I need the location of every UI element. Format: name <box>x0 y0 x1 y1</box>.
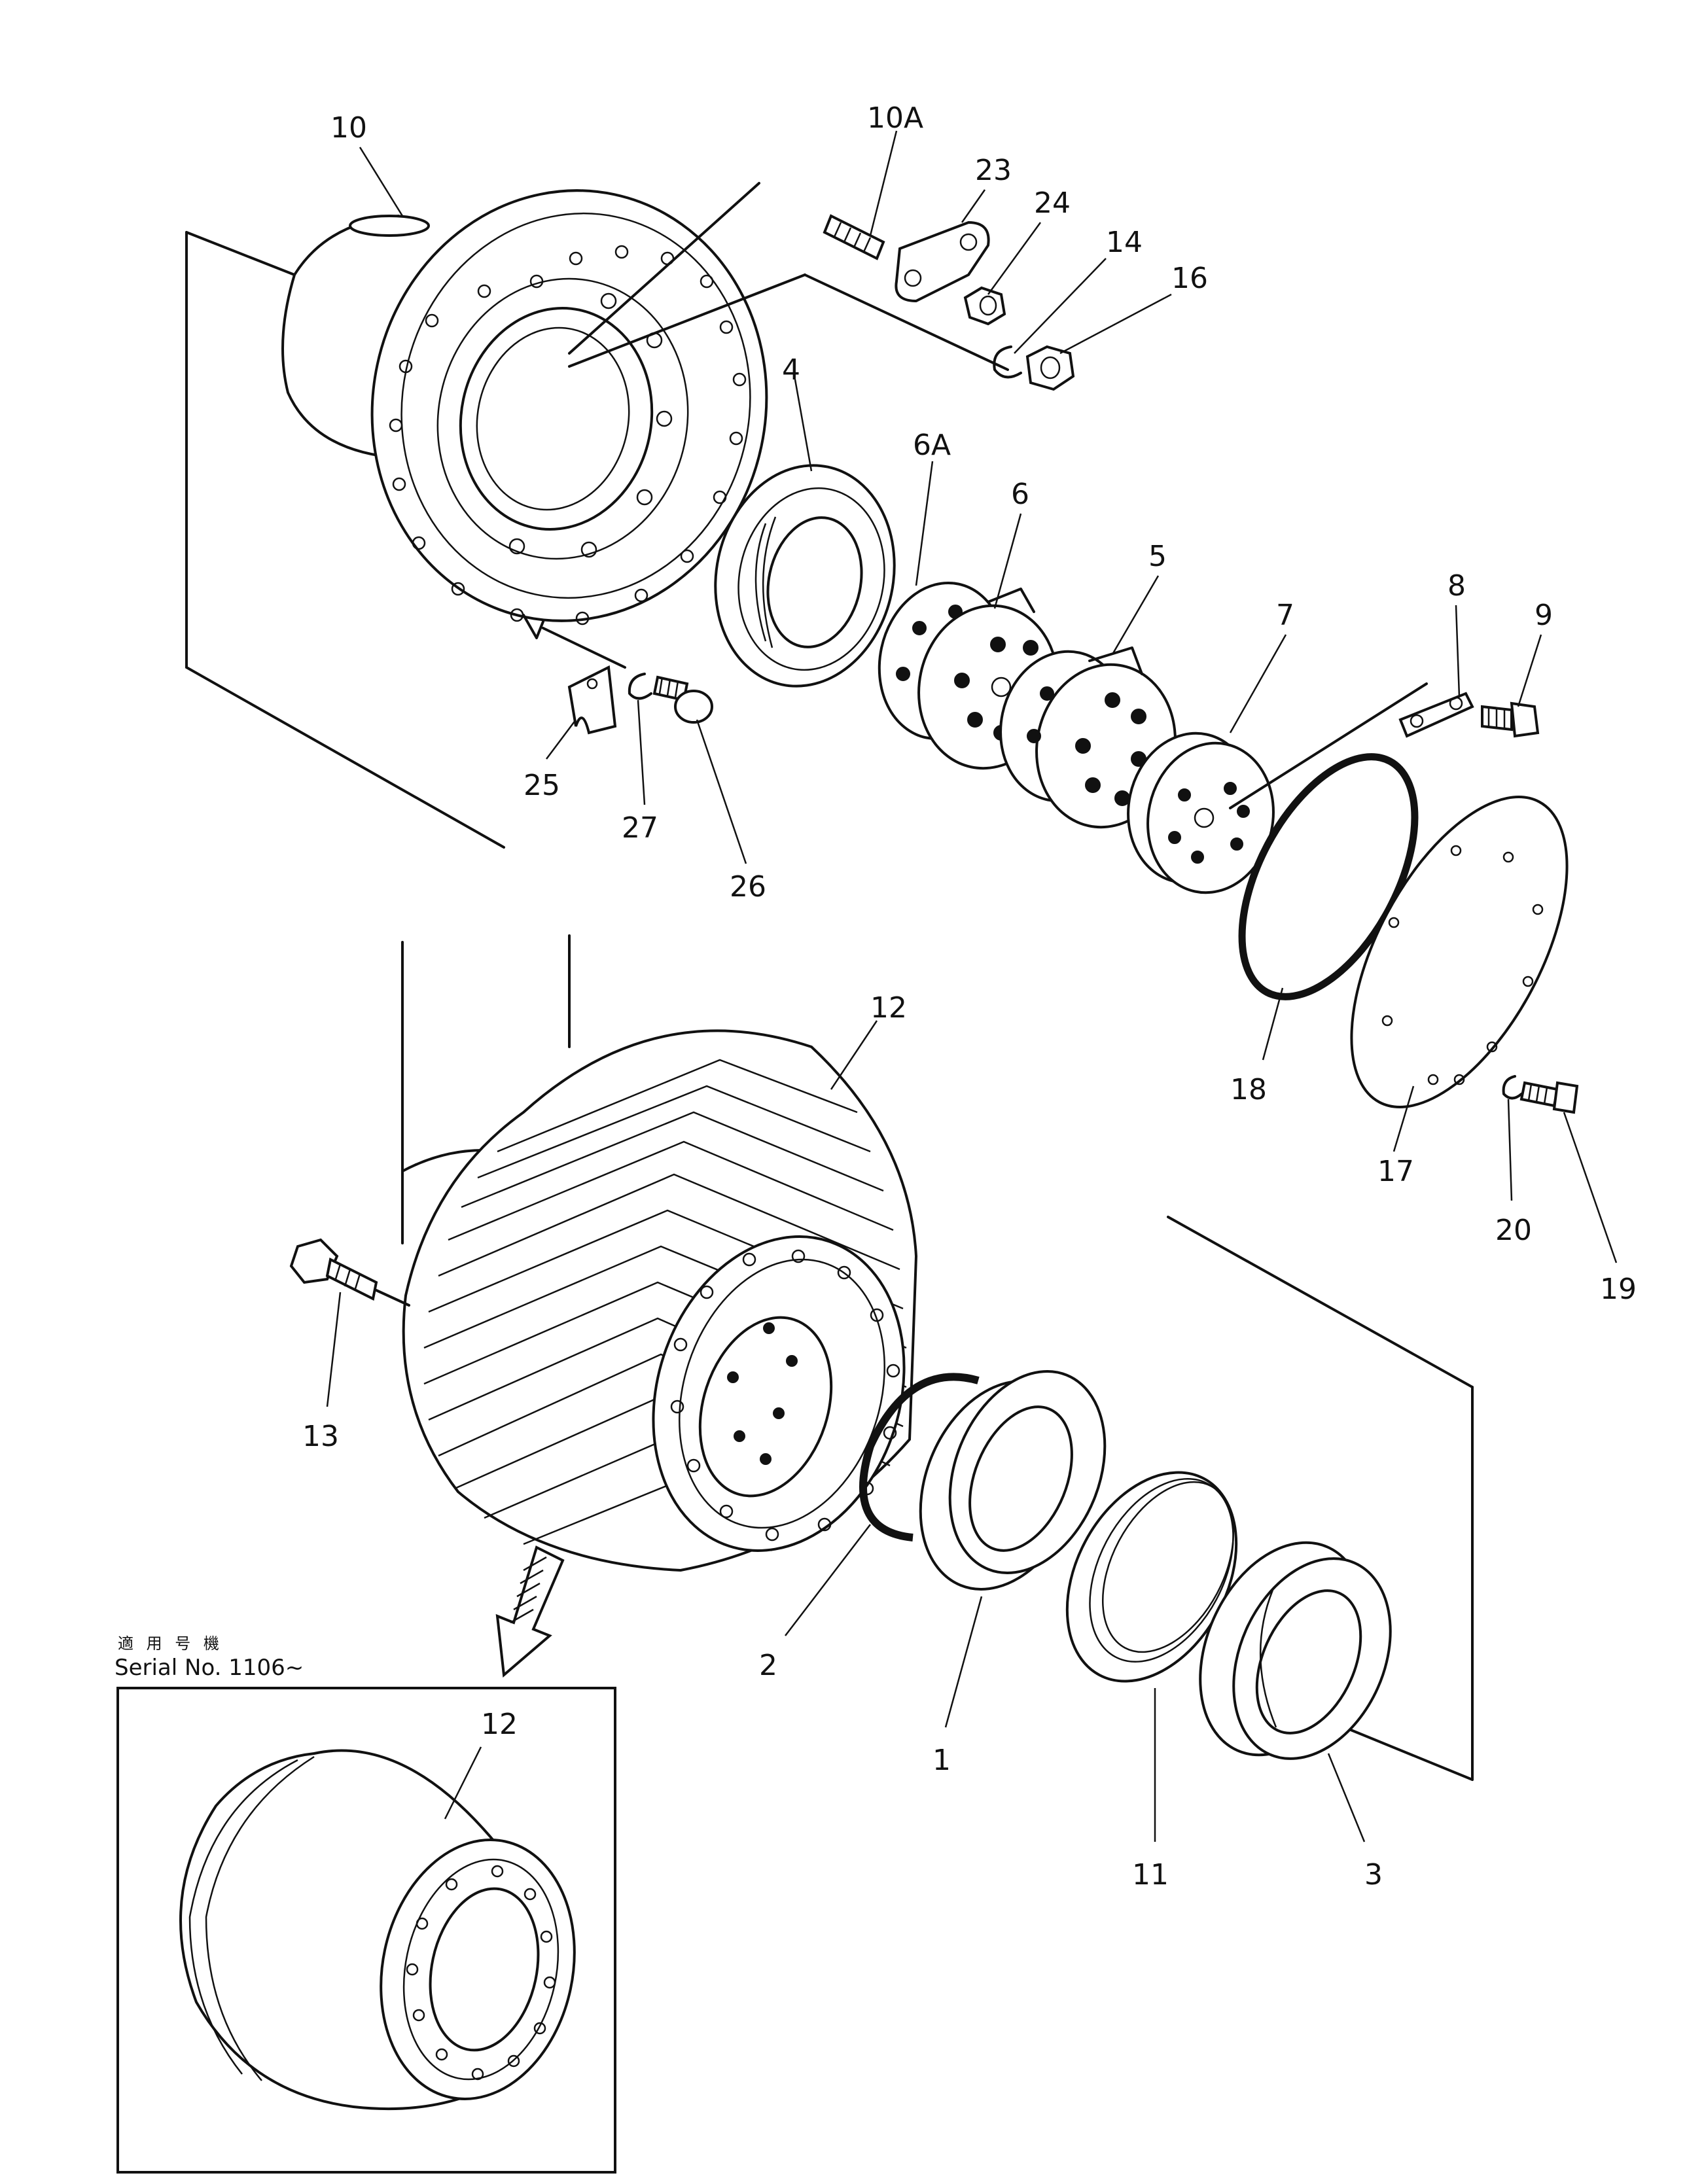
part-10a-stud <box>568 182 885 355</box>
callout-27: 27 <box>622 811 658 845</box>
part-27-washer <box>628 673 652 700</box>
callout-2: 2 <box>759 1649 777 1682</box>
callout-24: 24 <box>1034 186 1071 220</box>
callout-1: 1 <box>932 1744 951 1777</box>
callout-4: 4 <box>782 353 800 387</box>
callout-3: 3 <box>1364 1858 1383 1892</box>
drum-face-bolt-holes <box>670 1249 900 1541</box>
callout-18: 18 <box>1230 1073 1267 1106</box>
part-2-snap-ring <box>859 1373 980 1541</box>
part-17-cover <box>1350 796 1569 1108</box>
part-14-washer <box>993 345 1022 379</box>
part-11-ring <box>1065 1471 1238 1683</box>
drum-hub-holes <box>727 1322 798 1465</box>
callout-11: 11 <box>1132 1858 1169 1892</box>
callout-10: 10 <box>330 111 367 145</box>
inset-panel: 適 用 号 機 Serial No. 1106~ <box>115 1634 616 2174</box>
callout-26: 26 <box>730 870 766 904</box>
callout-9: 9 <box>1535 599 1553 632</box>
part-24-nut <box>963 286 1006 326</box>
callout-19: 19 <box>1600 1273 1637 1306</box>
part-3-bearing <box>1199 1541 1392 1760</box>
inset-drum-bolt-holes <box>406 1865 556 2081</box>
part-1-seal <box>919 1370 1107 1591</box>
callout-labels: 10 10A 23 24 14 16 4 6A 6 5 7 8 9 25 27 … <box>302 101 1637 1892</box>
callout-14: 14 <box>1106 226 1143 259</box>
frame-lines-stud <box>568 273 1009 371</box>
frame-lines-upper <box>185 231 505 849</box>
inset-serial-label: Serial No. 1106~ <box>115 1655 304 1681</box>
part-19-bolt <box>1519 1081 1579 1114</box>
callout-17: 17 <box>1377 1155 1414 1188</box>
inset-applicable-label: 適 用 号 機 <box>118 1634 223 1653</box>
callout-7: 7 <box>1276 599 1294 632</box>
callout-25: 25 <box>524 769 560 802</box>
callout-6: 6 <box>1011 478 1029 511</box>
callout-6a: 6A <box>913 429 951 462</box>
callout-5: 5 <box>1148 540 1167 573</box>
inset-part-12-drum <box>179 1749 576 2111</box>
callout-23: 23 <box>975 154 1012 187</box>
part-10-housing <box>281 189 768 639</box>
part-26-bolt <box>652 675 713 724</box>
part-16-nut <box>1025 345 1075 391</box>
arrow-to-inset <box>495 1545 565 1678</box>
part-4-bearing <box>714 464 896 688</box>
part-23-lock-plate <box>895 220 990 303</box>
callout-8: 8 <box>1447 569 1466 603</box>
callout-10a: 10A <box>867 101 923 135</box>
part-5-disc <box>999 646 1177 829</box>
leader-lines <box>326 130 1618 1842</box>
callout-12: 12 <box>870 991 907 1025</box>
callout-12-inset: 12 <box>481 1708 518 1741</box>
part-20-washer <box>1502 1075 1523 1100</box>
part-7-hub <box>1127 731 1275 894</box>
callout-20: 20 <box>1495 1214 1532 1247</box>
part-13-bolt <box>289 1238 410 1307</box>
part-12-sprocket-drum <box>402 1029 918 1572</box>
part-9-bolt <box>1481 701 1540 738</box>
callout-16: 16 <box>1171 262 1208 295</box>
part-25-lock-plate <box>567 665 617 735</box>
frame-lines-lower <box>1167 1216 1474 1781</box>
frame-lines-lower-housing <box>542 627 626 669</box>
housing-bolt-holes <box>389 245 747 625</box>
part-8-lock-plate <box>1229 682 1474 809</box>
callout-13: 13 <box>302 1420 339 1453</box>
